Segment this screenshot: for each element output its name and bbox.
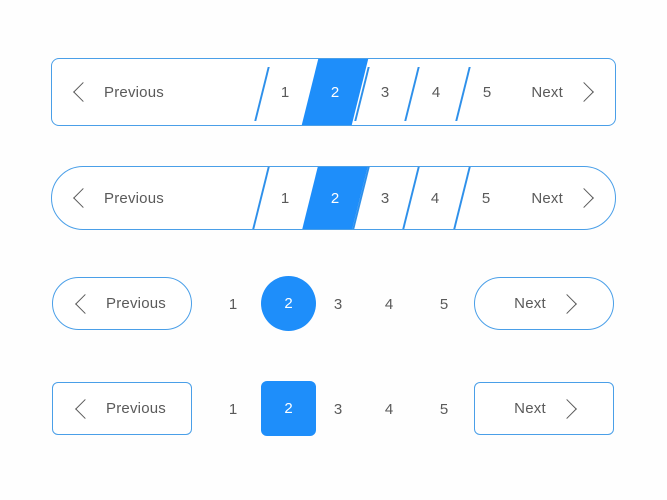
next-button-variant-3[interactable]: Next <box>474 277 614 330</box>
page-button-4[interactable]: 4 <box>411 59 461 125</box>
chevron-left-icon <box>73 82 93 102</box>
page-number-label: 1 <box>280 189 290 207</box>
next-button-variant-2[interactable]: Next <box>531 167 594 229</box>
chevron-right-icon <box>556 398 577 419</box>
next-button-variant-1[interactable]: Next <box>531 59 594 125</box>
pagination-bar-inner: Previous 1 2 3 4 5 Next <box>52 59 615 125</box>
page-button-5[interactable]: 5 <box>424 288 464 320</box>
page-button-5[interactable]: 5 <box>461 167 511 229</box>
page-button-5[interactable]: 5 <box>424 393 464 425</box>
page-button-4[interactable]: 4 <box>369 288 409 320</box>
pagination-bar-variant-2: Previous 1 2 3 4 5 Next <box>51 166 616 230</box>
page-number-label: 4 <box>384 400 394 418</box>
page-button-1[interactable]: 1 <box>213 393 253 425</box>
page-number-label: 1 <box>228 295 238 313</box>
page-button-2-active[interactable]: 2 <box>261 276 316 331</box>
page-number-label: 3 <box>333 295 343 313</box>
chevron-left-icon <box>75 398 95 419</box>
page-number-label: 5 <box>481 189 491 207</box>
chevron-right-icon <box>574 82 594 102</box>
page-button-3[interactable]: 3 <box>360 59 410 125</box>
page-button-2-active[interactable]: 2 <box>301 167 369 229</box>
page-number-label: 1 <box>280 83 290 101</box>
page-button-4[interactable]: 4 <box>410 167 460 229</box>
page-button-2-active[interactable]: 2 <box>301 59 369 125</box>
next-label: Next <box>531 83 563 101</box>
page-button-3[interactable]: 3 <box>318 393 358 425</box>
page-number-label: 2 <box>284 400 293 417</box>
page-number-label: 4 <box>430 189 440 207</box>
page-button-1[interactable]: 1 <box>260 167 310 229</box>
previous-button-variant-1[interactable]: Previous <box>73 59 164 125</box>
page-number-label: 3 <box>380 83 390 101</box>
page-button-3[interactable]: 3 <box>360 167 410 229</box>
page-number-label: 1 <box>228 400 238 418</box>
previous-label: Previous <box>104 189 164 207</box>
previous-button-variant-3[interactable]: Previous <box>52 277 192 330</box>
next-label: Next <box>514 295 546 312</box>
page-button-4[interactable]: 4 <box>369 393 409 425</box>
chevron-left-icon <box>75 293 95 314</box>
chevron-left-icon <box>73 188 93 208</box>
next-button-variant-4[interactable]: Next <box>474 382 614 435</box>
previous-label: Previous <box>104 83 164 101</box>
chevron-right-icon <box>574 188 594 208</box>
page-number-label: 2 <box>284 295 293 312</box>
previous-label: Previous <box>106 295 166 312</box>
page-button-2-active[interactable]: 2 <box>261 381 316 436</box>
page-number-label: 5 <box>439 400 449 418</box>
page-button-1[interactable]: 1 <box>260 59 310 125</box>
page-number-label: 4 <box>431 83 441 101</box>
next-label: Next <box>514 400 546 417</box>
chevron-right-icon <box>556 293 577 314</box>
page-number-label: 4 <box>384 295 394 313</box>
page-button-3[interactable]: 3 <box>318 288 358 320</box>
previous-button-variant-4[interactable]: Previous <box>52 382 192 435</box>
page-number-label: 2 <box>330 189 340 207</box>
page-number-label: 5 <box>439 295 449 313</box>
page-number-label: 3 <box>333 400 343 418</box>
next-label: Next <box>531 189 563 207</box>
page-button-5[interactable]: 5 <box>462 59 512 125</box>
page-number-label: 3 <box>380 189 390 207</box>
previous-button-variant-2[interactable]: Previous <box>73 167 164 229</box>
page-number-label: 5 <box>482 83 492 101</box>
pagination-bar-inner: Previous 1 2 3 4 5 Next <box>52 167 615 229</box>
previous-label: Previous <box>106 400 166 417</box>
page-button-1[interactable]: 1 <box>213 288 253 320</box>
page-number-label: 2 <box>330 83 340 101</box>
pagination-bar-variant-1: Previous 1 2 3 4 5 Next <box>51 58 616 126</box>
